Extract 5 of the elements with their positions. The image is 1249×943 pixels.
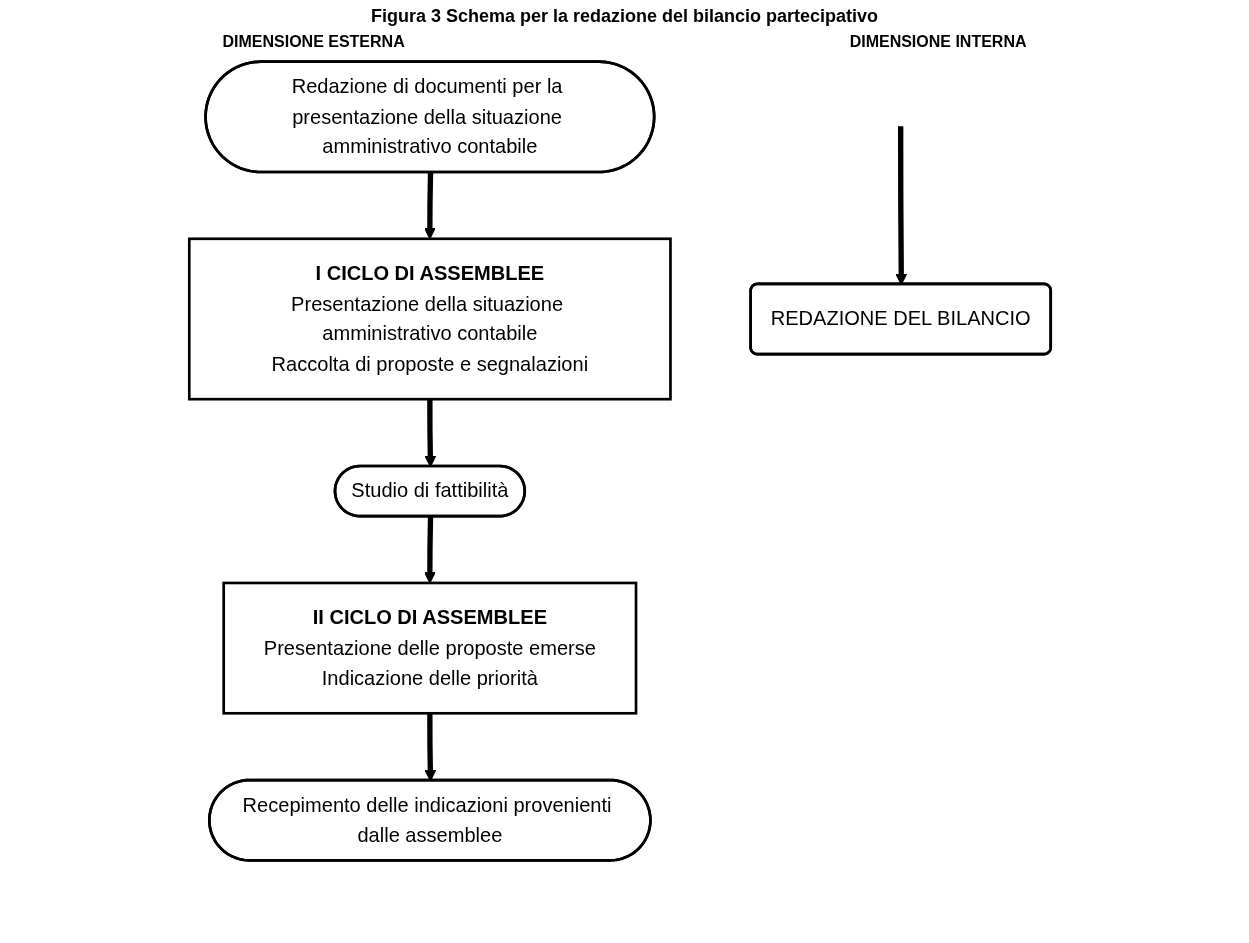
node-box: I CICLO DI ASSEMBLEE Presentazione della situazione amministrativo contabile Raccolta di proposte e segnalazioni xyxy=(187,237,672,401)
title: Figura 3 Schema per la redazione del bilancio partecipativo xyxy=(369,6,880,27)
column-heading: DIMENSIONE ESTERNA xyxy=(222,33,405,51)
node-box: II CICLO DI ASSEMBLEE Presentazione delle proposte emerse Indicazione delle priorità xyxy=(222,581,638,715)
column-heading: DIMENSIONE INTERNA xyxy=(849,33,1027,51)
